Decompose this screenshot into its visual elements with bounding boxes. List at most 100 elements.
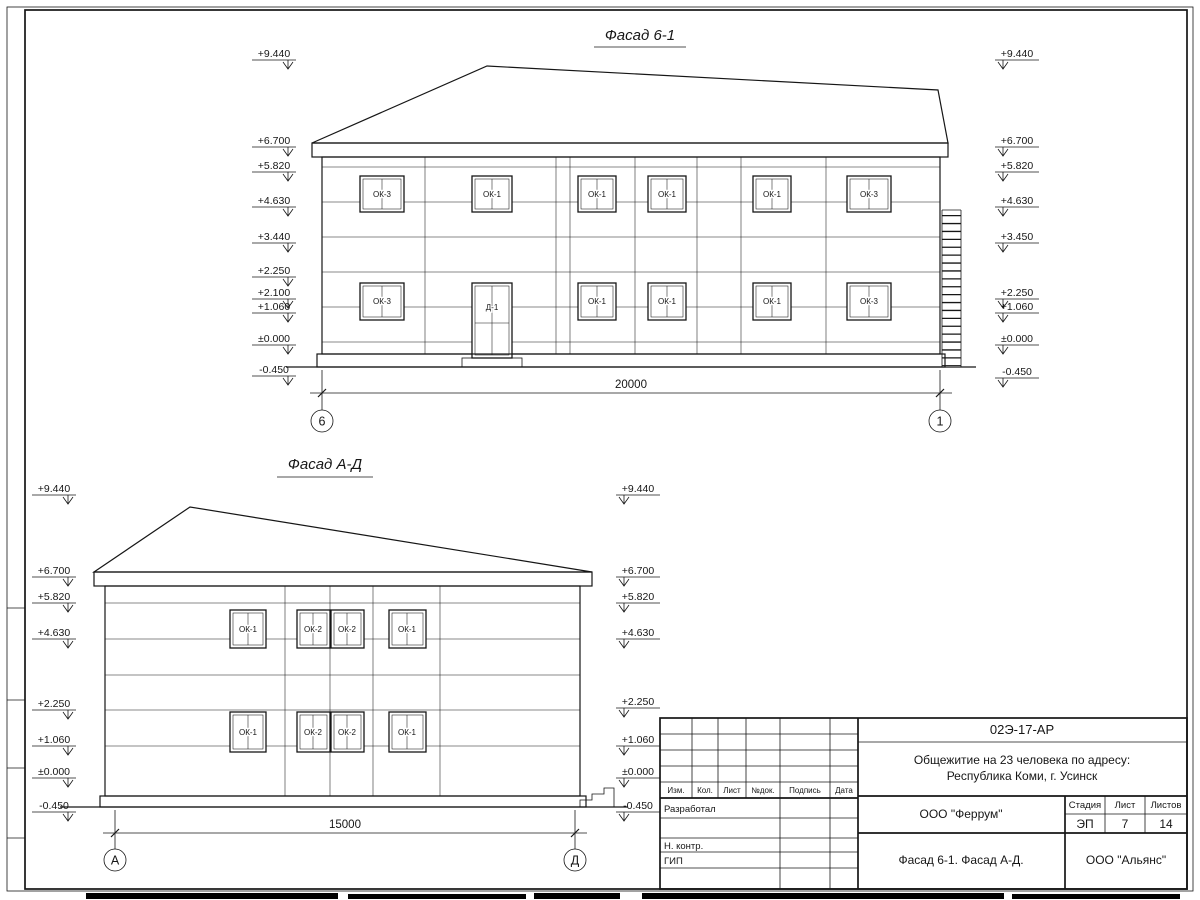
facade-a-d-title: Фасад А-Д [288,456,363,473]
col-izm: Изм. [667,786,684,795]
elevation-mark: +3.440 [258,231,291,243]
window: ОК-1 [229,711,267,753]
sheet-value: 7 [1122,817,1129,831]
window-label: ОК-1 [398,728,417,737]
elevation-mark: +5.820 [622,591,655,603]
doc-number: 02Э-17-АР [990,722,1054,737]
fascia-band [311,142,949,158]
elevation-mark: +5.820 [1001,160,1034,172]
role-ncontr: Н. контр. [664,841,703,852]
elevation-mark: ±0.000 [622,766,654,778]
elevation-mark: +4.630 [1001,195,1034,207]
col-ndok: №док. [751,786,774,795]
dimension-label: 15000 [329,819,361,831]
elevation-mark: +9.440 [622,483,655,495]
designer-org: ООО "Феррум" [920,807,1003,821]
elevation-mark: +6.700 [38,565,71,577]
elevation-mark: +1.060 [1001,301,1034,313]
elevation-mark: +6.700 [258,135,291,147]
axis-bubble-1: 1 [928,409,952,433]
window: ОК-3 [846,175,892,213]
elevation-mark: +5.820 [38,591,71,603]
window-label: ОК-1 [398,625,417,634]
window: ОК-1 [577,175,617,213]
elevation-mark: +9.440 [1001,48,1034,60]
elevation-mark: +2.250 [1001,287,1034,299]
window: ОК-1 [647,175,687,213]
title-block: 02Э-17-АР Общежитие на 23 человека по ад… [659,717,1188,890]
window-label: ОК-1 [588,190,607,199]
window-label: ОК-3 [373,190,392,199]
elevation-mark: +6.700 [1001,135,1034,147]
axis-bubble-d: Д [563,848,587,872]
window: ОК-2 [330,609,365,649]
elevation-mark: +1.060 [38,734,71,746]
window-label: ОК-3 [860,190,879,199]
window-label: ОК-1 [239,625,258,634]
window-label: ОК-1 [763,190,782,199]
entrance-step [461,357,523,368]
col-podpis: Подпись [789,786,821,795]
window-label: ОК-2 [304,625,323,634]
elevation-mark: +9.440 [258,48,291,60]
fascia-band [93,571,593,587]
window-label: ОК-2 [304,728,323,737]
project-title-line1: Общежитие на 23 человека по адресу: [914,753,1130,767]
elevation-mark: ±0.000 [1001,333,1033,345]
sheets-label: Листов [1151,800,1182,811]
elevation-mark: +2.250 [258,265,291,277]
elevation-mark: +4.630 [258,195,291,207]
window: ОК-3 [359,175,405,213]
dimension-label: 20000 [615,379,647,391]
col-data: Дата [835,786,853,795]
window: ОК-2 [330,711,365,753]
elevation-mark: +3.450 [1001,231,1034,243]
plinth [99,795,587,808]
window: ОК-1 [388,711,427,753]
facade-6-1-title: Фасад 6-1 [605,27,675,44]
col-kol: Кол. [697,786,713,795]
fire-escape-ladder [941,209,962,367]
elevation-mark: ±0.000 [38,766,70,778]
window-label: ОК-1 [483,190,502,199]
sheet-frame [6,6,1194,892]
elevation-mark: ±0.000 [258,333,290,345]
window-label: ОК-2 [338,625,357,634]
stage-label: Стадия [1069,800,1101,811]
axis-label: 1 [937,415,944,429]
elevation-mark: +1.060 [622,734,655,746]
role-gip: ГИП [664,856,683,867]
elevation-mark: -0.450 [1002,366,1032,378]
window-label: ОК-1 [658,190,677,199]
elevation-mark: -0.450 [623,800,653,812]
elevation-mark: +2.250 [38,698,71,710]
elevation-marks-right: +9.440 +6.700 +5.820 +4.630 +2.250 +1.06… [615,483,661,822]
dimension-15000: 15000 [103,810,587,849]
dimension-20000: 20000 [310,370,952,410]
window-label: ОК-1 [658,297,677,306]
axis-label: Д [571,854,580,868]
elevation-marks-left: +9.440 +6.700 +5.820 +4.630 +3.440 +2.25… [251,48,297,386]
elevation-marks-left: +9.440 +6.700 +5.820 +4.630 +2.250 +1.06… [31,483,77,822]
roof [311,65,949,144]
sheet-label: Лист [1115,800,1136,811]
elevation-mark: +4.630 [622,627,655,639]
elevation-mark: +9.440 [38,483,71,495]
window: ОК-1 [388,609,427,649]
window: ОК-2 [296,711,331,753]
axis-label: А [111,854,120,868]
window: ОК-1 [471,175,513,213]
stage-value: ЭП [1076,817,1093,831]
roof [92,506,593,573]
plinth [316,353,946,368]
axis-bubble-6: 6 [310,409,334,433]
sheets-value: 14 [1159,817,1173,831]
window-label: ОК-2 [338,728,357,737]
facade-6-1: Фасад 6-1 ОК-3 [251,27,1040,433]
elevation-mark: -0.450 [39,800,69,812]
window: ОК-1 [752,282,792,321]
role-developed: Разработал [664,804,716,815]
window: ОК-3 [846,282,892,321]
window: ОК-1 [229,609,267,649]
